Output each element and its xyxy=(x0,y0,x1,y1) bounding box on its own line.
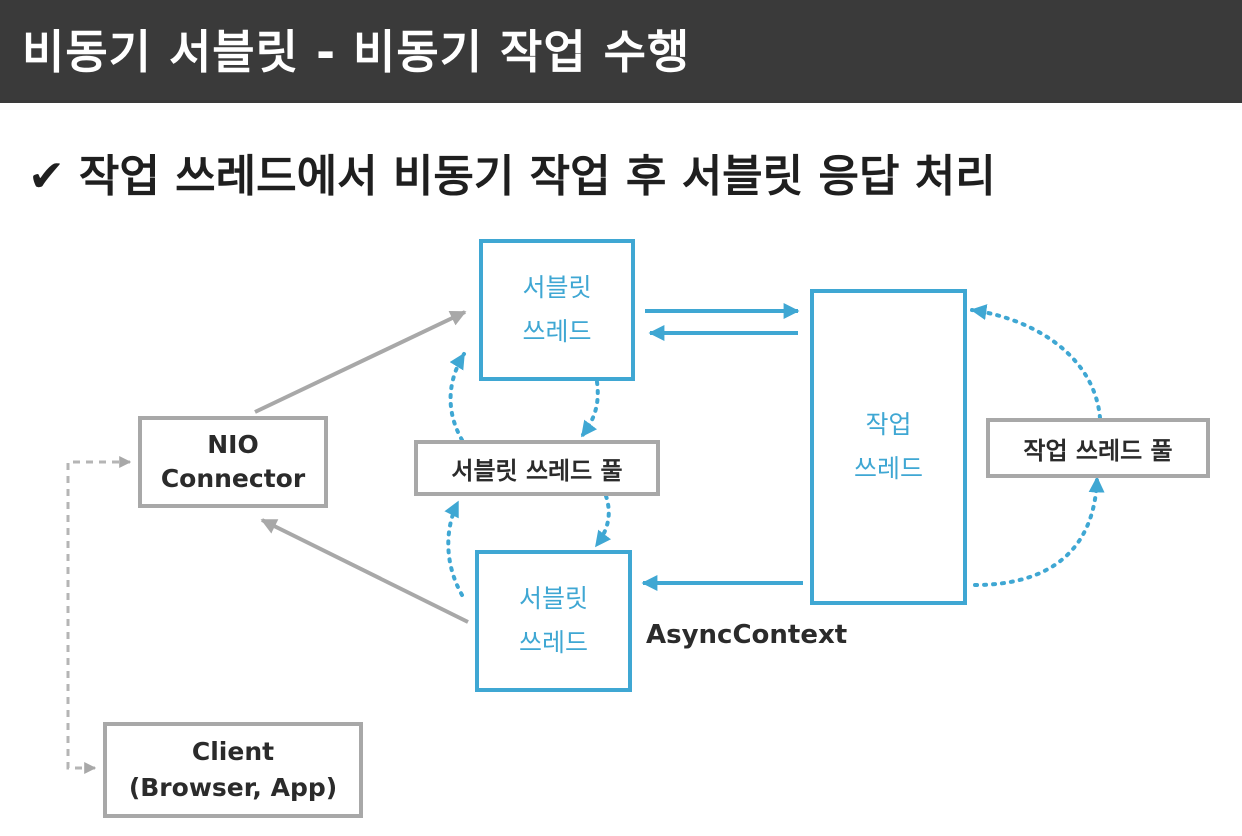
title-bar: 비동기 서블릿 - 비동기 작업 수행 xyxy=(0,0,1242,103)
page-title: 비동기 서블릿 - 비동기 작업 수행 xyxy=(22,25,691,79)
client-line1: Client xyxy=(191,737,275,766)
client-box: Client (Browser, App) xyxy=(103,722,363,818)
servlet-thread-top-box: 서블릿 쓰레드 xyxy=(479,239,635,381)
nio-connector-box: NIO Connector xyxy=(138,416,328,508)
dotted-pool-to-top-servlet xyxy=(448,352,466,442)
subtitle: ✔ 작업 쓰레드에서 비동기 작업 후 서블릿 응답 처리 xyxy=(28,140,996,204)
async-context-label: AsyncContext xyxy=(646,620,848,650)
servlet-thread-bottom-line2: 쓰레드 xyxy=(518,628,588,657)
work-thread-line2: 쓰레드 xyxy=(853,454,923,483)
dashed-client-connector xyxy=(66,456,132,774)
work-thread-line1: 작업 xyxy=(865,410,912,439)
servlet-thread-bottom-line1: 서블릿 xyxy=(518,584,588,613)
work-thread-box: 작업 쓰레드 xyxy=(810,289,967,605)
dotted-worker-to-workpool xyxy=(973,476,1105,587)
work-thread-pool-box: 작업 쓰레드 풀 xyxy=(986,418,1210,478)
dotted-bottom-servlet-to-pool xyxy=(594,494,612,548)
client-line2: (Browser, App) xyxy=(128,773,338,802)
dotted-workpool-to-worker xyxy=(970,304,1102,420)
nio-connector-line1: NIO xyxy=(207,430,259,459)
dotted-pool-to-bottom-servlet xyxy=(444,500,464,597)
servlet-thread-pool-box: 서블릿 쓰레드 풀 xyxy=(414,440,660,496)
check-icon: ✔ xyxy=(28,151,65,202)
arrow-connector-to-servlet xyxy=(254,310,467,414)
dotted-top-servlet-to-pool xyxy=(580,380,600,438)
servlet-thread-top-line1: 서블릿 xyxy=(522,273,592,302)
servlet-thread-top-line2: 쓰레드 xyxy=(522,317,592,346)
work-thread-pool-label: 작업 쓰레드 풀 xyxy=(1023,436,1173,465)
nio-connector-line2: Connector xyxy=(160,464,306,493)
servlet-thread-bottom-box: 서블릿 쓰레드 xyxy=(475,550,632,692)
arrow-servlet-to-connector xyxy=(260,518,469,624)
servlet-thread-pool-label: 서블릿 쓰레드 풀 xyxy=(451,456,623,485)
subtitle-text: 작업 쓰레드에서 비동기 작업 후 서블릿 응답 처리 xyxy=(78,151,996,202)
